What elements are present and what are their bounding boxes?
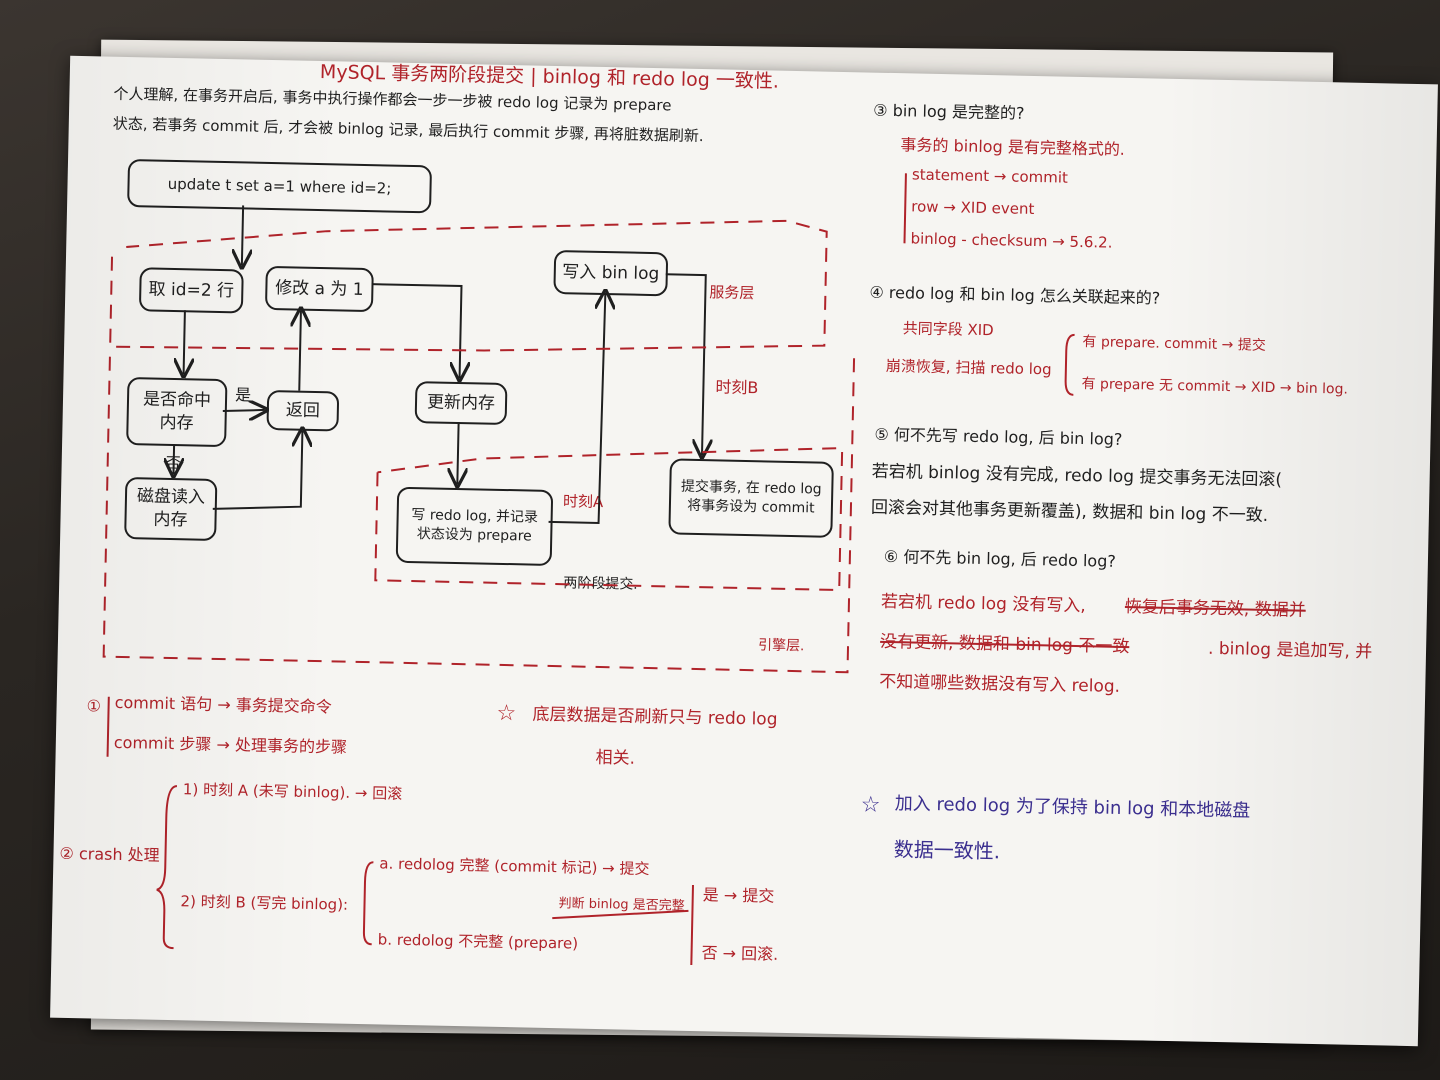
notes-sheet: MySQL 事务两阶段提交 | binlog 和 redo log 一致性. 个… — [50, 55, 1438, 1047]
star-note-right-line-1: 加入 redo log 为了保持 bin log 和本地磁盘 — [894, 793, 1251, 822]
star-icon: ☆ — [860, 792, 881, 818]
right-column-braces — [903, 173, 1075, 396]
star-note-right-line-2: 数据一致性. — [893, 837, 1001, 864]
diagram-arrows — [102, 205, 856, 674]
crash-braces — [106, 696, 694, 966]
